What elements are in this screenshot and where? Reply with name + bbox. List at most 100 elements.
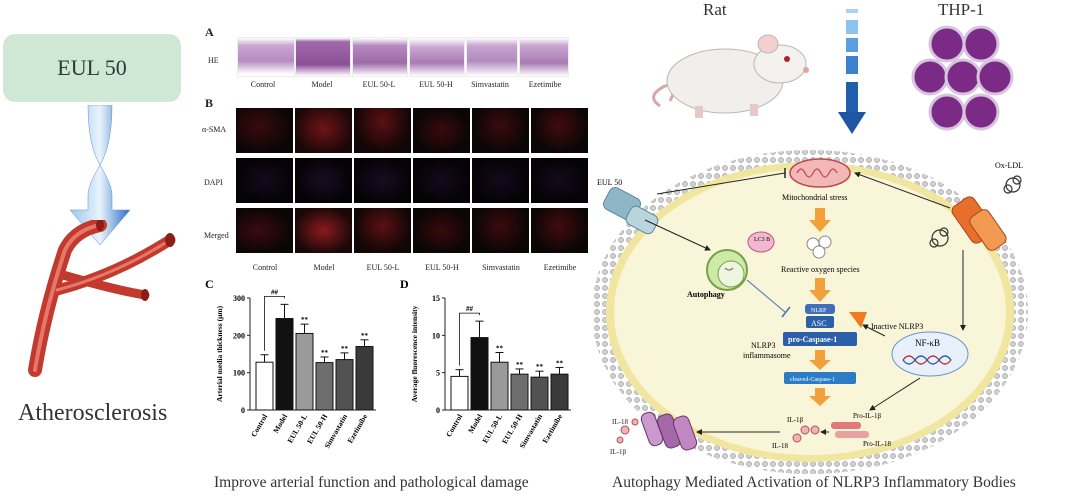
if-image xyxy=(472,158,529,203)
he-image xyxy=(519,37,569,77)
if-image xyxy=(531,158,588,203)
significance-mark: ** xyxy=(301,316,309,324)
panel-label: C xyxy=(205,277,214,291)
thp1-label: THP-1 xyxy=(938,0,985,19)
ros-cluster xyxy=(806,235,832,259)
if-image xyxy=(236,208,293,253)
nlrp3-inflammasome-text-2: inflammasome xyxy=(743,351,791,360)
orange-arrow xyxy=(809,208,831,232)
thp1-cells xyxy=(911,25,1014,131)
mitochondrion xyxy=(789,158,851,188)
he-image xyxy=(237,37,295,77)
bar xyxy=(550,373,569,411)
group-label: EUL 50-L xyxy=(362,80,396,89)
cytokine-dots xyxy=(792,425,820,443)
group-label: Ezetimibe xyxy=(543,263,577,272)
il18-in-text: IL-18 xyxy=(772,442,788,450)
nfkb-text: NF-κB xyxy=(915,338,940,348)
bar xyxy=(510,373,529,411)
significance-mark: ** xyxy=(556,359,564,367)
if-grid xyxy=(236,96,588,262)
significance-mark: ** xyxy=(536,363,544,371)
y-tick-label: 0 xyxy=(436,406,440,415)
panel-label-b: B xyxy=(205,96,214,110)
significance-mark: ## xyxy=(466,305,474,313)
cleaved-caspase-text: cleaved-Caspase-1 xyxy=(790,377,835,383)
group-label: EUL 50-H xyxy=(425,263,459,272)
y-axis-label: Average fluorescence intensity xyxy=(410,305,419,402)
inactive-nlrp3-shape xyxy=(849,312,867,328)
panel-label: D xyxy=(400,277,409,291)
if-image xyxy=(472,108,529,153)
eul50-box: EUL 50 xyxy=(3,34,181,102)
bar xyxy=(335,359,354,411)
down-arrow xyxy=(838,0,866,135)
he-image xyxy=(352,37,408,77)
nlrp-text: NLRP xyxy=(811,308,827,314)
bar xyxy=(355,346,374,411)
inactive-nlrp3-text: Inactive NLRP3 xyxy=(871,322,923,331)
oxldl-receptor xyxy=(951,196,1007,251)
nlrp3-inflammasome-text-1: NLRP3 xyxy=(751,341,775,350)
pro-il1b-text: Pro-IL-1β xyxy=(853,412,881,420)
group-label: Control xyxy=(250,80,276,89)
ros-text: Reactive oxygen species xyxy=(781,265,860,274)
he-image xyxy=(466,37,518,77)
oxldl-particle xyxy=(929,227,949,248)
bar xyxy=(450,375,469,411)
panel-label-a: A xyxy=(205,25,214,39)
he-image xyxy=(295,37,351,77)
nfkb-nucleus xyxy=(891,331,969,377)
pro-il18-text: Pro-IL-18 xyxy=(863,440,891,448)
x-tick-label: Ezetimibe xyxy=(345,412,369,445)
group-label: EUL 50-L xyxy=(366,263,400,272)
pro-caspase-block xyxy=(783,332,857,346)
y-tick-label: 100 xyxy=(233,369,245,378)
x-tick-label: Control xyxy=(444,413,464,439)
bar xyxy=(530,376,549,411)
il18-out-text: IL-18 xyxy=(612,418,628,426)
pro-caspase-text: pro-Caspase-1 xyxy=(788,335,837,344)
oxldl-text: Ox-LDL xyxy=(995,161,1023,170)
rat-label: Rat xyxy=(703,0,727,19)
asc-text: ASC xyxy=(811,319,827,328)
asc-block xyxy=(806,316,834,328)
artery-illustration xyxy=(28,220,176,377)
y-tick-label: 0 xyxy=(241,406,245,415)
dna-strand xyxy=(902,355,952,365)
significance-mark: ** xyxy=(496,345,504,353)
group-label: Model xyxy=(311,80,333,89)
nlrp-block xyxy=(805,304,835,314)
mito-text: Mitochondrial stress xyxy=(782,193,848,202)
group-label: Control xyxy=(252,263,278,272)
rat-illustration xyxy=(652,34,809,118)
orange-arrow xyxy=(809,278,831,302)
if-row-label-asma: α-SMA xyxy=(202,125,227,134)
group-label: EUL 50-H xyxy=(419,80,453,89)
lc3b-shape xyxy=(747,231,775,253)
significance-mark: ** xyxy=(341,345,349,353)
if-image xyxy=(413,108,470,153)
if-image xyxy=(354,208,411,253)
eul50-receptor xyxy=(602,187,659,235)
significance-bracket xyxy=(459,312,480,366)
cleaved-caspase-block xyxy=(784,372,856,384)
y-axis-label: Arterial media thickness (μm) xyxy=(215,305,224,402)
middle-caption: Improve arterial function and pathologic… xyxy=(214,474,529,491)
if-row-label-merged: Merged xyxy=(204,231,229,240)
orange-arrow xyxy=(809,350,831,370)
if-image xyxy=(531,108,588,153)
x-tick-label: Model xyxy=(271,413,289,435)
he-row-label: HE xyxy=(208,56,219,65)
if-image xyxy=(413,208,470,253)
significance-mark: ** xyxy=(361,332,369,340)
bar xyxy=(255,361,274,411)
group-label: Model xyxy=(313,263,335,272)
y-tick-label: 15 xyxy=(432,294,440,303)
significance-mark: ## xyxy=(271,288,279,296)
significance-mark: ** xyxy=(321,349,329,357)
pro-il-bar xyxy=(835,431,869,438)
if-image xyxy=(354,108,411,153)
